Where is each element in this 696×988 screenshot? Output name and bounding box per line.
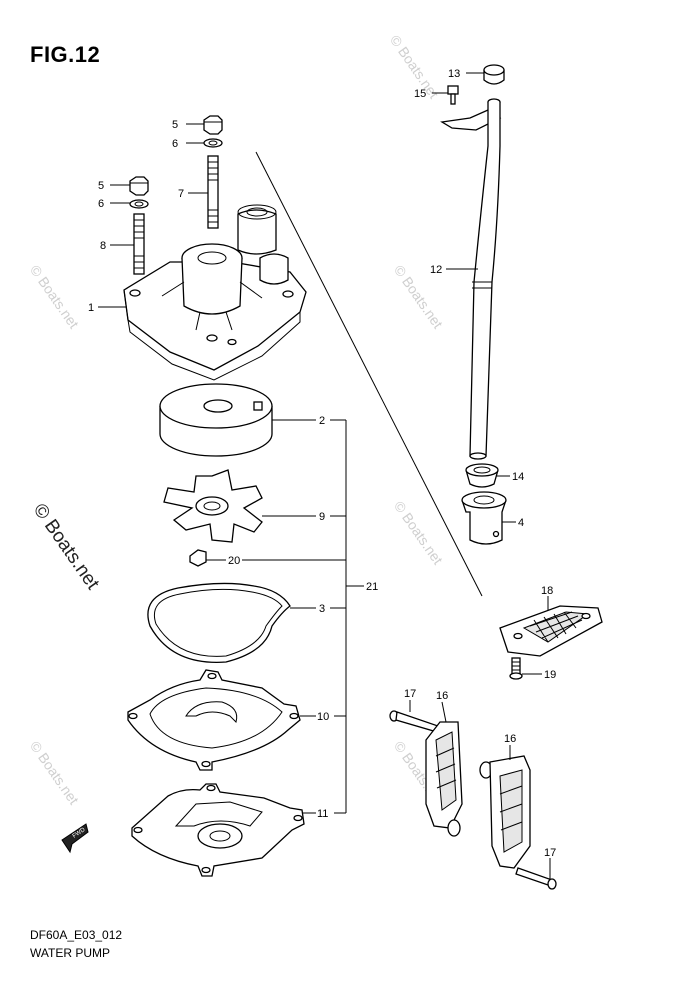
washer-6-lower — [129, 199, 149, 209]
callout-18: 18 — [541, 585, 553, 597]
callout-3: 3 — [319, 603, 325, 615]
callout-5: 5 — [98, 180, 104, 192]
callout-8: 8 — [100, 240, 106, 252]
leader-lines — [98, 72, 551, 880]
grommet-13 — [483, 64, 505, 85]
callout-6: 6 — [98, 198, 104, 210]
callout-12: 12 — [430, 264, 442, 276]
callout-16: 16 — [436, 690, 448, 702]
callout-20: 20 — [228, 555, 240, 567]
grommet-4 — [461, 491, 507, 545]
callout-14: 14 — [512, 471, 524, 483]
impeller-9 — [163, 469, 263, 543]
callout-19: 19 — [544, 669, 556, 681]
callout-1: 1 — [88, 302, 94, 314]
gasket-3 — [147, 582, 291, 664]
callout-16: 16 — [504, 733, 516, 745]
callout-5: 5 — [172, 119, 178, 131]
stud-7 — [207, 155, 219, 229]
insert-2 — [159, 383, 273, 457]
callout-4: 4 — [518, 517, 524, 529]
callout-13: 13 — [448, 68, 460, 80]
bolt-15 — [447, 85, 459, 105]
callout-11: 11 — [317, 808, 328, 820]
figure-title: FIG.12 — [30, 42, 101, 67]
diagram-code: DF60A_E03_012 — [30, 928, 123, 942]
gasket-11 — [131, 783, 305, 877]
stud-8 — [133, 213, 145, 275]
fwd-arrow-icon: FWD — [61, 823, 89, 854]
key-20 — [189, 549, 207, 567]
callout-17: 17 — [404, 688, 416, 700]
diagram-name: WATER PUMP — [30, 946, 110, 960]
nut-5-lower — [129, 176, 149, 196]
callout-21: 21 — [366, 581, 378, 593]
reference-line — [255, 151, 483, 597]
screw-17-left — [389, 710, 439, 733]
seal-16-left — [425, 721, 463, 837]
water-tube-12 — [440, 98, 502, 460]
callout-15: 15 — [414, 88, 426, 100]
washer-6-upper — [203, 138, 223, 148]
callout-2: 2 — [319, 415, 325, 427]
nut-5-upper — [203, 115, 223, 135]
plate-18 — [499, 605, 603, 657]
seal-14 — [465, 463, 499, 488]
callout-17: 17 — [544, 847, 556, 859]
callout-6: 6 — [172, 138, 178, 150]
callout-10: 10 — [317, 711, 329, 723]
seal-16-right — [479, 755, 531, 869]
callout-labels: 5 6 7 5 6 8 1 2 9 20 3 10 11 21 13 15 12… — [88, 68, 556, 859]
pump-case-1 — [123, 204, 307, 381]
callout-7: 7 — [178, 188, 184, 200]
callout-9: 9 — [319, 511, 325, 523]
screw-17-right — [515, 867, 557, 890]
plate-10 — [127, 669, 301, 771]
screw-19 — [509, 657, 523, 680]
